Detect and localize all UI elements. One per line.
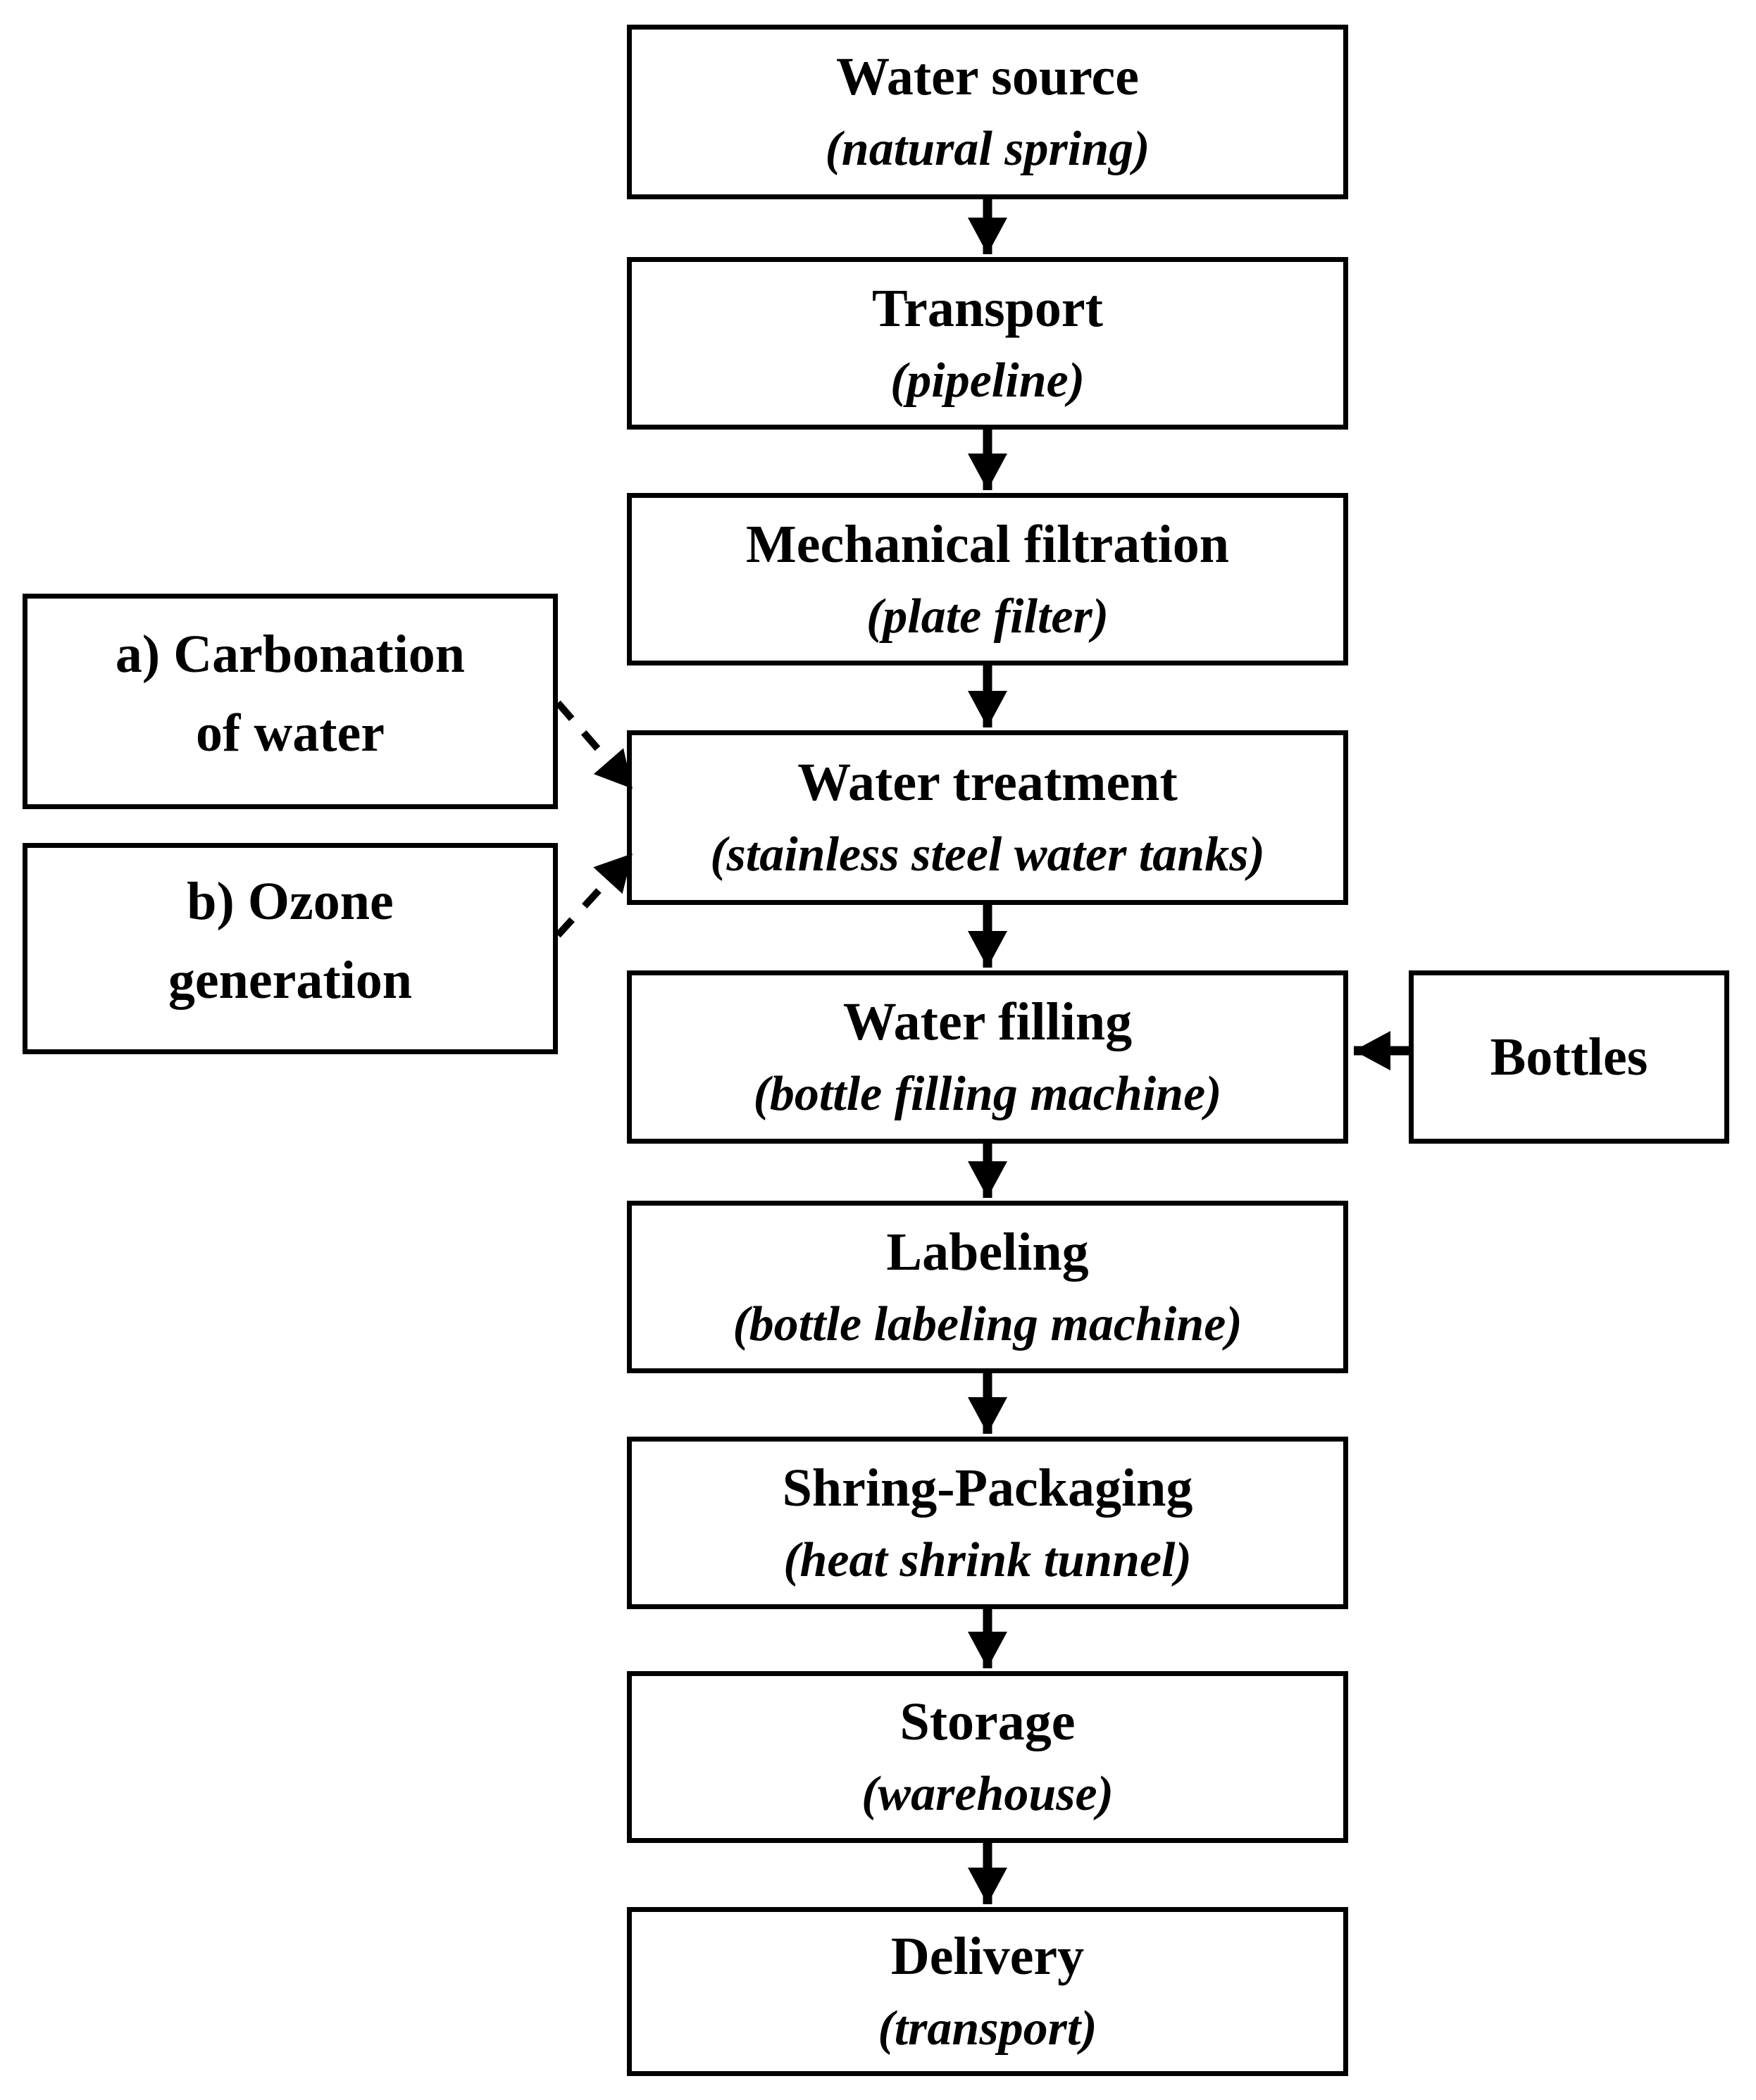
node-title: Storage [899, 1692, 1076, 1751]
node-water-source: Water source (natural spring) [627, 25, 1348, 199]
node-bottles: Bottles [1409, 970, 1729, 1144]
node-title: Water treatment [797, 753, 1178, 812]
node-label: Bottles [1490, 1027, 1648, 1087]
ozone-arrow [555, 851, 635, 938]
node-storage: Storage (warehouse) [627, 1671, 1348, 1843]
node-subtitle: (plate filter) [866, 589, 1109, 644]
node-label-line1: b) Ozone [187, 872, 394, 931]
node-subtitle: (natural spring) [825, 122, 1150, 176]
node-subtitle: (bottle labeling machine) [733, 1296, 1243, 1351]
node-label-line2: of water [196, 704, 385, 763]
node-water-filling: Water filling (bottle filling machine) [627, 970, 1348, 1144]
node-title: Labeling [886, 1222, 1089, 1282]
carbonation-arrow [555, 700, 635, 792]
node-ozone: b) Ozone generation [23, 843, 558, 1054]
node-title: Delivery [890, 1927, 1085, 1986]
node-delivery: Delivery (transport) [627, 1907, 1348, 2076]
node-mechanical-filtration: Mechanical filtration (plate filter) [627, 493, 1348, 665]
node-title: Mechanical filtration [746, 514, 1229, 574]
node-transport: Transport (pipeline) [627, 257, 1348, 430]
node-subtitle: (pipeline) [890, 353, 1085, 408]
node-water-treatment: Water treatment (stainless steel water t… [627, 730, 1348, 905]
node-shrink-packaging: Shring-Packaging (heat shrink tunnel) [627, 1437, 1348, 1609]
node-subtitle: (transport) [878, 2001, 1097, 2056]
node-label-line2: generation [168, 951, 413, 1010]
node-title: Shring-Packaging [782, 1458, 1193, 1518]
node-subtitle: (heat shrink tunnel) [783, 1532, 1192, 1587]
node-subtitle: (bottle filling machine) [753, 1067, 1222, 1121]
node-subtitle: (stainless steel water tanks) [710, 827, 1265, 882]
node-title: Water source [836, 47, 1139, 106]
node-title: Water filling [842, 992, 1133, 1051]
node-labeling: Labeling (bottle labeling machine) [627, 1201, 1348, 1373]
node-subtitle: (warehouse) [861, 1767, 1114, 1821]
node-label-line1: a) Carbonation [115, 625, 466, 684]
node-carbonation: a) Carbonation of water [23, 594, 558, 809]
node-title: Transport [872, 278, 1103, 338]
